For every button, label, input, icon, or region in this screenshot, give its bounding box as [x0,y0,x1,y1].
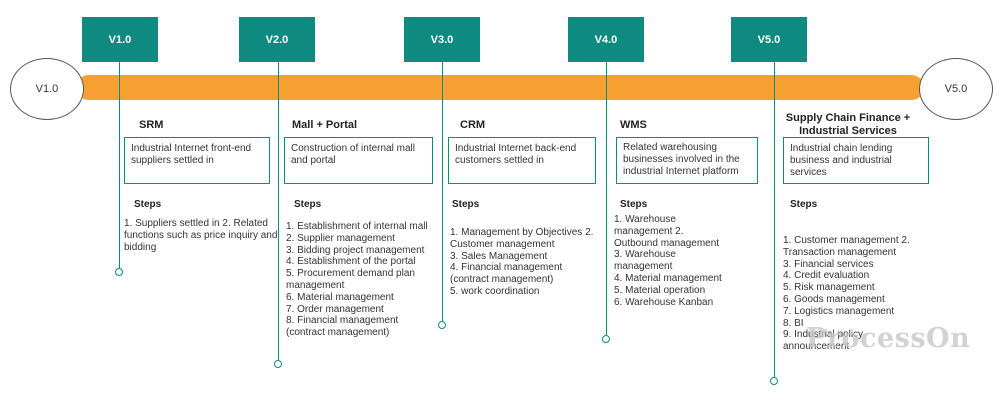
steps-label-srm: Steps [134,199,162,210]
module-title-srm: SRM [139,119,164,131]
version-box-v1: V1.0 [82,17,158,62]
description-box-mall-portal: Construction of internal mall and portal [284,137,433,184]
step-item: 2. Supplier management [286,232,395,244]
step-item: 4. Credit evaluation [783,270,870,282]
step-item: 4. Establishment of the portal [286,256,416,268]
steps-label-wms: Steps [620,199,648,210]
step-item: bidding [124,241,157,253]
step-item: 5. Risk management [783,282,875,294]
version-label: V4.0 [594,33,618,46]
step-item: (contract management) [286,327,390,339]
end-endpoint-label: V5.0 [944,83,968,95]
step-item: management 2. [614,225,684,237]
description-box-supply-chain-finance: Industrial chain lending business and in… [783,137,929,184]
end-endpoint-circle: V5.0 [919,58,993,120]
step-item: 1. Suppliers settled in 2. Related [124,218,268,229]
step-item: 1. Warehouse [614,214,676,225]
step-item: 8. BI [783,317,804,329]
step-item: 4. Material management [614,272,722,284]
version-box-v3: V3.0 [404,17,480,62]
description-box-crm: Industrial Internet back-end customers s… [448,137,596,184]
steps-list-crm: 1. Management by Objectives 2. Customer … [450,227,593,298]
step-item: 3. Warehouse [614,249,676,261]
steps-label-mall-portal: Steps [294,199,322,210]
step-item: Customer management [450,238,555,250]
version-box-v2: V2.0 [239,17,315,62]
connector-dot-v4 [602,335,610,343]
step-item: 7. Order management [286,303,384,315]
steps-label-crm: Steps [452,199,480,210]
step-item: 5. Procurement demand plan [286,268,415,280]
step-item: 6. Material management [286,291,394,303]
version-label: V5.0 [757,33,781,46]
steps-label-supply-chain-finance: Steps [790,199,818,210]
step-item: announcement [783,341,850,353]
step-item: 5. Material operation [614,284,706,296]
steps-list-wms: 1. Warehouse management 2. Outbound mana… [614,214,722,308]
step-item: 1. Management by Objectives 2. [450,227,594,238]
module-title-crm: CRM [460,119,486,131]
start-endpoint-circle: V1.0 [10,58,84,120]
version-label: V3.0 [430,33,454,46]
step-item: Transaction management [783,246,897,258]
version-label: V1.0 [108,33,132,46]
connector-dot-v1 [115,268,123,276]
connector-line-v2 [278,62,279,360]
step-item: 1. Customer management 2. [783,235,910,246]
step-item: 8. Financial management [286,315,399,327]
step-item: 3. Bidding project management [286,244,425,256]
description-box-srm: Industrial Internet front-end suppliers … [124,137,270,184]
step-item: 6. Warehouse Kanban [614,296,714,308]
module-title-line: Supply Chain Finance + [785,112,911,124]
steps-list-mall-portal: 1. Establishment of internal mall 2. Sup… [286,221,428,339]
steps-list-supply-chain-finance: 1. Customer management 2. Transaction ma… [783,235,910,353]
step-item: 6. Goods management [783,293,885,305]
step-item: 7. Logistics management [783,305,895,317]
version-label: V2.0 [265,33,289,46]
module-title-supply-chain-finance: Supply Chain Finance + Industrial Servic… [783,112,913,138]
module-title-line: Industrial Services [799,125,897,137]
connector-dot-v3 [438,321,446,329]
description-box-wms: Related warehousing businesses involved … [616,137,758,184]
module-title-mall-portal: Mall + Portal [292,119,358,131]
connector-line-v3 [442,62,443,321]
version-box-v4: V4.0 [568,17,644,62]
step-item: 3. Financial services [783,258,874,270]
step-item: functions such as price inquiry and [124,229,278,241]
steps-list-srm: 1. Suppliers settled in 2. Related funct… [124,218,277,253]
connector-line-v5 [774,62,775,377]
start-endpoint-label: V1.0 [35,83,59,95]
step-item: Outbound management [614,237,720,249]
step-item: 9. Industrial policy [783,329,864,341]
processon-watermark: ProcessOn [806,323,971,354]
connector-dot-v5 [770,377,778,385]
step-item: management [614,261,673,273]
connector-line-v1 [119,62,120,268]
step-item: 4. Financial management [450,262,563,274]
step-item: 3. Sales Management [450,250,548,262]
step-item: 5. work coordination [450,285,540,297]
step-item: 1. Establishment of internal mall [286,221,428,232]
module-title-wms: WMS [620,119,647,131]
timeline-bar [76,75,924,100]
connector-line-v4 [606,62,607,335]
step-item: management [286,279,345,291]
version-box-v5: V5.0 [731,17,807,62]
connector-dot-v2 [274,360,282,368]
step-item: (contract management) [450,274,554,286]
